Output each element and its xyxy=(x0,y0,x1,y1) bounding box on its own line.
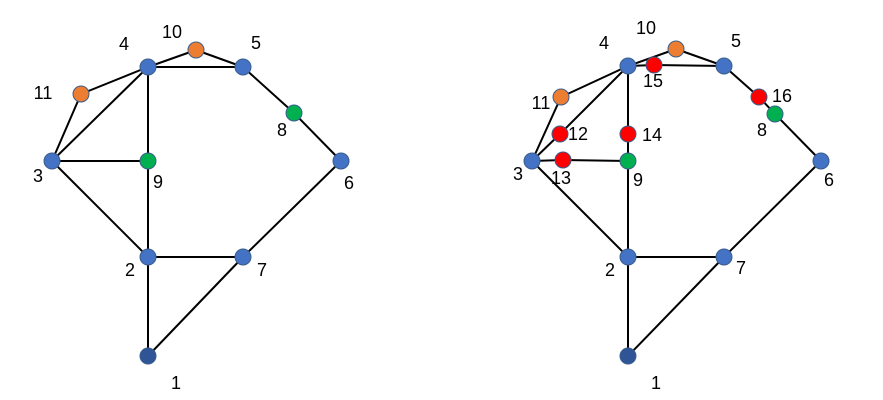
right-graph-node-8 xyxy=(766,105,784,123)
right-graph-edge-1-7 xyxy=(627,256,725,357)
left-graph-node-2 xyxy=(139,248,157,266)
left-graph-node-label-8: 8 xyxy=(277,120,287,140)
left-graph-edge-11-4 xyxy=(80,66,149,95)
right-graph-node-12 xyxy=(551,125,569,143)
left-graph-node-10 xyxy=(187,41,205,59)
left-graph-node-label-1: 1 xyxy=(171,373,181,393)
right-graph-node-label-15: 15 xyxy=(643,71,663,91)
left-graph-node-9 xyxy=(139,152,157,170)
right-graph-node-13 xyxy=(554,151,572,169)
left-graph-node-label-2: 2 xyxy=(125,260,135,280)
right-graph-node-14 xyxy=(619,125,637,143)
left-graph-edge-3-11 xyxy=(51,93,82,162)
right-graph-edge-2-3 xyxy=(531,160,629,258)
right-graph-node-label-9: 9 xyxy=(633,170,643,190)
right-graph-edge-6-7 xyxy=(723,160,822,258)
right-graph-node-16 xyxy=(750,88,768,106)
right-graph-node-label-7: 7 xyxy=(736,258,746,278)
right-graph-node-label-12: 12 xyxy=(568,124,588,144)
right-graph-node-2 xyxy=(619,248,637,266)
right-graph-node-4 xyxy=(619,57,637,75)
right-graph-node-label-11: 11 xyxy=(532,93,551,113)
right-graph-node-label-14: 14 xyxy=(642,125,662,145)
left-graph-node-6 xyxy=(332,152,350,170)
right-graph-node-10 xyxy=(667,40,685,58)
left-graph: 1 2 3 4 5 6 7 8 9 10 11 xyxy=(33,22,354,393)
right-graph-node-7 xyxy=(715,248,733,266)
right-graph-node-label-16: 16 xyxy=(772,86,792,106)
right-graph-node-label-1: 1 xyxy=(651,373,661,393)
left-graph-node-1 xyxy=(139,347,157,365)
left-graph-edge-2-3 xyxy=(51,160,149,258)
left-graph-edge-1-7 xyxy=(147,256,244,357)
right-graph-node-label-3: 3 xyxy=(513,164,523,184)
right-graph-node-label-6: 6 xyxy=(824,170,834,190)
right-graph-node-6 xyxy=(812,152,830,170)
right-graph-node-label-2: 2 xyxy=(605,260,615,280)
right-graph-node-15 xyxy=(645,56,663,74)
left-graph-node-label-11: 11 xyxy=(34,83,53,103)
left-graph-node-label-5: 5 xyxy=(251,33,261,53)
right-graph-node-1 xyxy=(619,347,637,365)
left-graph-node-label-6: 6 xyxy=(344,173,354,193)
left-graph-node-4 xyxy=(139,58,157,76)
left-graph-node-label-4: 4 xyxy=(119,34,129,54)
left-graph-node-label-10: 10 xyxy=(162,22,182,42)
left-graph-edge-5-8 xyxy=(242,66,295,114)
left-graph-node-label-7: 7 xyxy=(257,260,267,280)
left-graph-node-7 xyxy=(234,248,252,266)
left-graph-node-3 xyxy=(43,152,61,170)
right-graph-edge-8-6 xyxy=(774,113,822,162)
right-graph-node-label-5: 5 xyxy=(731,31,741,51)
right-graph-node-label-8: 8 xyxy=(757,120,767,140)
right-graph-node-5 xyxy=(715,57,733,75)
right-graph-edge-3-11 xyxy=(531,96,562,162)
left-graph-edge-3-4 xyxy=(51,66,149,162)
right-graph-node-3 xyxy=(523,152,541,170)
right-graph-node-label-4: 4 xyxy=(599,33,609,53)
left-graph-node-label-9: 9 xyxy=(153,172,163,192)
left-graph-node-label-3: 3 xyxy=(33,166,43,186)
right-graph-edge-11-4 xyxy=(560,65,629,98)
right-graph-node-9 xyxy=(619,152,637,170)
right-graph-edge-12-4 xyxy=(559,65,629,135)
right-graph-edge-13-9 xyxy=(562,159,629,162)
left-graph-node-11 xyxy=(72,85,90,103)
right-graph-node-11 xyxy=(552,88,570,106)
left-graph-node-8 xyxy=(285,104,303,122)
left-graph-node-5 xyxy=(234,58,252,76)
left-graph-edge-6-7 xyxy=(242,160,342,258)
right-graph-node-label-10: 10 xyxy=(636,18,656,38)
right-graph-edge-15-5 xyxy=(653,64,725,67)
left-graph-edge-8-6 xyxy=(293,112,342,162)
right-graph-node-label-13: 13 xyxy=(551,168,571,188)
